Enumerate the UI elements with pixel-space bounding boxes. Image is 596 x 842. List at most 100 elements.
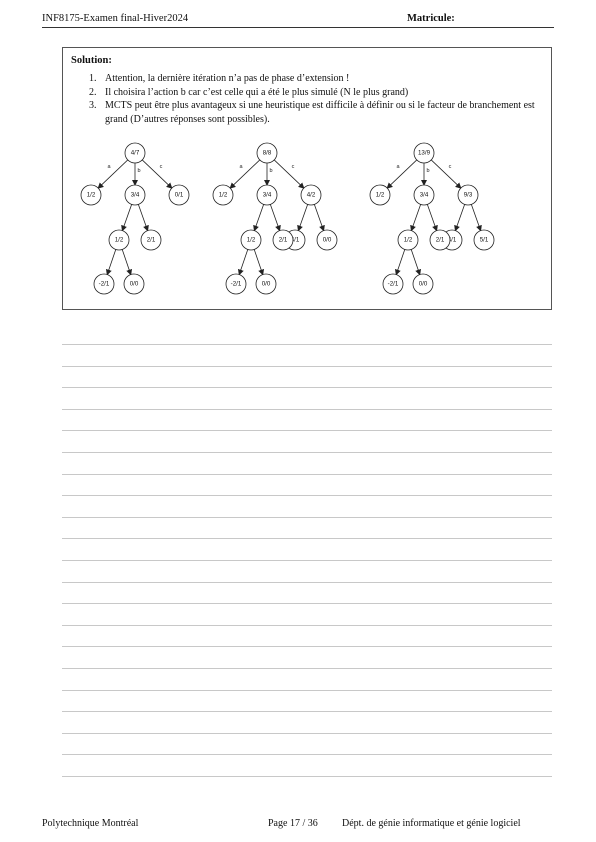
solution-item-number: 3. [89, 100, 97, 111]
answer-line [62, 603, 552, 605]
tree-node: -2/1 [93, 273, 115, 295]
edge-a [229, 159, 261, 189]
edge [395, 249, 406, 276]
edge [269, 204, 281, 232]
tree-node-c-circle [457, 184, 479, 206]
tree-node-a: 1/2 [80, 184, 102, 206]
edge [410, 249, 421, 276]
tree-node-label: 4/1 [448, 237, 457, 244]
tree-node-b: 3/4 [256, 184, 278, 206]
tree-node-c-label: 4/2 [307, 192, 316, 199]
solution-item-text: MCTS peut être plus avantageux si une he… [105, 100, 535, 125]
answer-line [62, 646, 552, 648]
tree-node-c: 0/1 [168, 184, 190, 206]
solution-item: 3. MCTS peut être plus avantageux si une… [63, 99, 545, 126]
tree-node: 2/1 [272, 229, 294, 251]
tree-root-node-circle [413, 142, 435, 164]
edge [470, 204, 482, 232]
edge [253, 204, 265, 232]
footer-page-number: Page 17 / 36 [268, 818, 318, 829]
tree-node: 0/0 [123, 273, 145, 295]
tree-node-circle [397, 229, 419, 251]
tree-node-c-label: 0/1 [175, 192, 184, 199]
tree-node-c: 9/3 [457, 184, 479, 206]
tree-node-a-label: 1/2 [376, 192, 385, 199]
tree-node-circle [225, 273, 247, 295]
edge [454, 204, 466, 232]
edge-label-b: b [269, 168, 272, 174]
tree-node: 0/0 [255, 273, 277, 295]
answer-line [62, 711, 552, 713]
answer-line [62, 408, 552, 410]
answer-line [62, 581, 552, 583]
tree-node-b-label: 3/4 [420, 192, 429, 199]
tree-node-a-label: 1/2 [87, 192, 96, 199]
answer-line [62, 776, 552, 777]
tree-node: 0/0 [412, 273, 434, 295]
tree-node-a: 1/2 [369, 184, 391, 206]
tree-node-circle [140, 229, 162, 251]
solution-item-text: Attention, la dernière itération n’a pas… [105, 73, 350, 84]
edge [297, 204, 309, 232]
tree-node-a-circle [369, 184, 391, 206]
edge [137, 204, 149, 232]
tree-node: 0/0 [316, 229, 338, 251]
tree-node-a-circle [212, 184, 234, 206]
footer-school: Polytechnique Montréal [42, 818, 139, 829]
edge-label-a: a [239, 164, 243, 170]
answer-line [62, 430, 552, 432]
tree-root-node-label: 13/9 [418, 150, 431, 157]
tree-node-b: 3/4 [413, 184, 435, 206]
tree-node-a: 1/2 [212, 184, 234, 206]
tree-node-label: 0/0 [130, 281, 139, 288]
tree-node: 1/2 [108, 229, 130, 251]
tree-node-label: -2/1 [231, 281, 242, 288]
answer-line [62, 689, 552, 691]
solution-item-number: 1. [89, 73, 97, 84]
edge-a [97, 159, 129, 189]
tree-node-b-circle [256, 184, 278, 206]
tree-node-c-label: 9/3 [464, 192, 473, 199]
answer-line [62, 624, 552, 626]
tree-node-label: 2/1 [436, 237, 445, 244]
edge-label-c: c [292, 164, 295, 170]
tree-node-c-circle [300, 184, 322, 206]
solution-title: Solution: [71, 55, 112, 66]
tree-node-label: 0/0 [419, 281, 428, 288]
tree-node-label: 1/2 [115, 237, 124, 244]
tree-node-circle [473, 229, 495, 251]
edge-label-c: c [160, 164, 163, 170]
tree-node: 5/1 [473, 229, 495, 251]
tree-node-circle [316, 229, 338, 251]
edge [238, 249, 249, 276]
edge [121, 204, 133, 232]
tree-node-label: 0/0 [323, 237, 332, 244]
answer-line [62, 668, 552, 669]
answer-line [62, 560, 552, 561]
tree-root-node-circle [256, 142, 278, 164]
solution-box: Solution: 1. Attention, la dernière itér… [62, 47, 552, 310]
tree-node-label: 5/1 [480, 237, 489, 244]
tree-node-b: 3/4 [124, 184, 146, 206]
edge-label-c: c [449, 164, 452, 170]
edge-a [386, 159, 418, 189]
tree-root-node-label: 4/7 [131, 150, 140, 157]
tree-node: 1/2 [240, 229, 262, 251]
solution-item: 2. Il choisira l’action b car c’est cell… [63, 86, 545, 100]
solution-item-text: Il choisira l’action b car c’est celle q… [105, 86, 409, 98]
edge [313, 204, 325, 232]
edge [121, 249, 132, 276]
answer-line [62, 344, 552, 345]
answer-line [62, 538, 552, 540]
answer-line [62, 473, 552, 475]
tree-node-label: -2/1 [99, 281, 110, 288]
header-rule [42, 27, 554, 28]
edge-c [141, 159, 173, 189]
edge-label-b: b [137, 168, 140, 174]
header-course-title: INF8175-Examen final-Hiver2024 [42, 13, 189, 24]
tree-root-node-label: 8/8 [263, 150, 272, 157]
tree-node-a-circle [80, 184, 102, 206]
tree-node-label: 4/1 [291, 237, 300, 244]
tree-node-circle [412, 273, 434, 295]
